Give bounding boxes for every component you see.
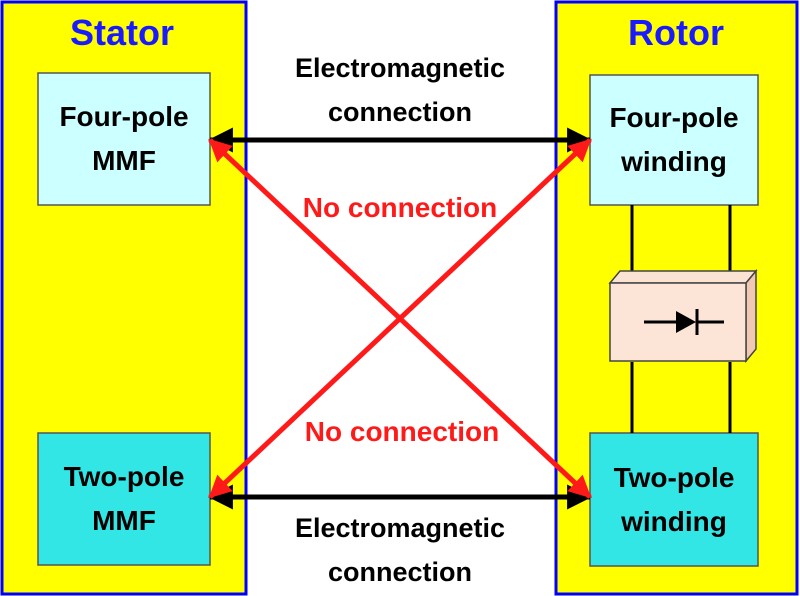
rotor-two-pole-label: Two-pole winding	[590, 456, 758, 544]
bottom-connection-line1: Electromagnetic	[294, 513, 506, 543]
stator-two-pole-label: Two-pole MMF	[38, 455, 210, 543]
top-connection-line1: Electromagnetic	[294, 53, 506, 83]
stator-title: Stator	[69, 12, 174, 53]
bottom-connection-label: Electromagnetic connection	[258, 506, 542, 594]
rotor-four-pole-line2: winding	[621, 146, 727, 177]
no-connection-top-label: No connection	[302, 192, 498, 223]
rotor-two-pole-line1: Two-pole	[613, 462, 735, 493]
rotor-title: Rotor	[628, 12, 724, 53]
rotor-four-pole-box	[589, 74, 759, 206]
diode-icon	[644, 309, 724, 335]
bottom-connection-line2: connection	[327, 557, 472, 587]
stator-four-pole-box	[37, 72, 211, 206]
rotor-two-pole-box	[589, 432, 759, 567]
top-connection-line2: connection	[327, 97, 472, 127]
stator-two-pole-box	[37, 432, 211, 566]
cross-arrow-up	[208, 138, 592, 499]
stator-four-pole-label: Four-pole MMF	[38, 95, 210, 183]
rotor-four-pole-label: Four-pole winding	[590, 96, 758, 184]
stator-two-pole-line2: MMF	[92, 505, 156, 536]
stator-two-pole-line1: Two-pole	[63, 461, 185, 492]
stator-four-pole-line2: MMF	[92, 145, 156, 176]
rotor-four-pole-line1: Four-pole	[609, 102, 739, 133]
top-connection-label: Electromagnetic connection	[258, 46, 542, 134]
rotor-two-pole-line2: winding	[621, 506, 727, 537]
stator-four-pole-line1: Four-pole	[59, 101, 189, 132]
no-connection-bottom-label: No connection	[304, 416, 500, 447]
